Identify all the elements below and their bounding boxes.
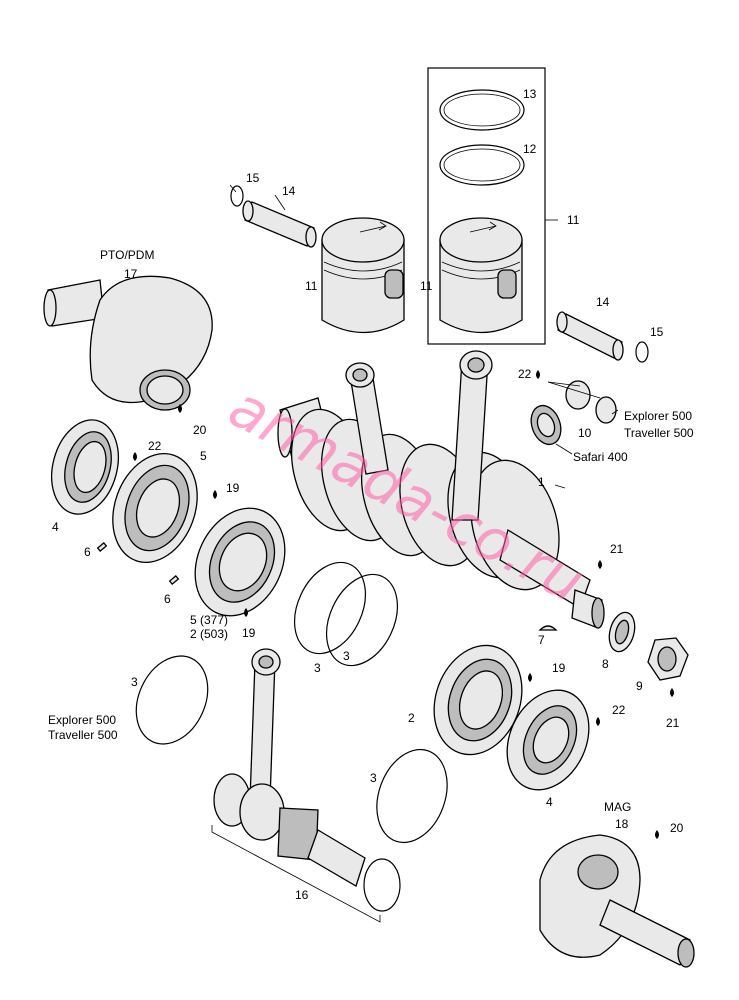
- label-22-left: 22: [148, 439, 162, 453]
- caption-mag: MAG: [604, 800, 631, 814]
- label-19-center: 19: [242, 626, 256, 640]
- label-21-top: 21: [610, 542, 624, 556]
- label-2-503: 2 (503): [190, 627, 228, 641]
- o-ring-lower: [376, 748, 448, 844]
- piston-pin-right: [556, 311, 624, 361]
- label-14-left: 14: [282, 184, 296, 198]
- dowel-pin-b: [168, 574, 180, 586]
- crank-nut: [647, 637, 689, 681]
- label-6-left: 6: [84, 545, 91, 559]
- label-15-right: 15: [650, 325, 664, 339]
- label-11-left: 11: [305, 279, 318, 293]
- piston-ring-13: [439, 89, 525, 131]
- dowel-pin-a: [96, 541, 108, 553]
- label-8: 8: [602, 657, 609, 671]
- piston-left: [321, 217, 405, 334]
- label-16: 16: [295, 888, 309, 902]
- label-9: 9: [636, 679, 643, 693]
- label-17: 17: [124, 267, 138, 281]
- mag-crank-half: [539, 834, 695, 968]
- circlip-right: [635, 341, 649, 363]
- label-2: 2: [408, 711, 415, 725]
- caption-pto: PTO/PDM: [100, 248, 154, 262]
- caption-safari: Safari 400: [573, 450, 628, 464]
- ball-bearing-center-left: [194, 507, 286, 617]
- caption-explorer-right: Explorer 500: [624, 409, 692, 423]
- label-1: 1: [538, 475, 545, 489]
- label-13: 13: [523, 87, 537, 101]
- label-3-lower: 3: [370, 771, 377, 785]
- thrust-washers: [565, 380, 617, 424]
- label-7: 7: [538, 633, 545, 647]
- seal-left: [51, 419, 119, 515]
- label-5-377: 5 (377): [190, 613, 228, 627]
- label-22-right: 22: [612, 703, 626, 717]
- caption-traveller-right: Traveller 500: [624, 426, 694, 440]
- caption-traveller-left: Traveller 500: [48, 728, 118, 742]
- label-12: 12: [523, 142, 537, 156]
- lube-drops: [133, 370, 674, 839]
- label-14-right: 14: [596, 295, 610, 309]
- o-ring-center-a: [294, 561, 366, 655]
- ball-bearing-left: [112, 452, 198, 564]
- label-11-box: 11: [567, 213, 580, 227]
- ball-bearing-right: [433, 644, 523, 756]
- o-ring-left: [135, 655, 209, 745]
- o-ring-center-b: [326, 573, 398, 667]
- needle-bearing: [530, 404, 562, 446]
- label-20-right: 20: [670, 821, 684, 835]
- label-3-left: 3: [131, 675, 138, 689]
- label-21-bottom: 21: [666, 716, 680, 730]
- piston-right: [439, 217, 523, 334]
- conrod-kit-bracket: [211, 825, 381, 923]
- label-5: 5: [200, 449, 207, 463]
- label-19-right: 19: [552, 661, 566, 675]
- label-10: 10: [578, 426, 592, 440]
- label-3-center-a: 3: [314, 661, 321, 675]
- label-15-left: 15: [246, 171, 260, 185]
- leader-lines: [229, 184, 619, 489]
- label-18: 18: [615, 817, 629, 831]
- lock-washer: [608, 611, 636, 653]
- circlip-left: [230, 185, 244, 207]
- pto-crank-half: [43, 275, 213, 411]
- label-11-right: 11: [420, 279, 433, 293]
- label-4-right: 4: [546, 795, 553, 809]
- woodruff-key: [538, 625, 558, 631]
- caption-explorer-left: Explorer 500: [48, 713, 116, 727]
- label-22-top: 22: [518, 367, 532, 381]
- conrod-kit: [213, 648, 401, 912]
- crankshaft-assembly: [277, 350, 605, 629]
- label-3-center-b: 3: [343, 649, 350, 663]
- label-4-left: 4: [52, 520, 59, 534]
- label-6-center: 6: [164, 592, 171, 606]
- piston-assembly-frame: [427, 67, 546, 345]
- label-20-left: 20: [193, 423, 207, 437]
- seal-right: [506, 689, 590, 791]
- label-19-left: 19: [226, 481, 240, 495]
- piston-ring-12: [439, 144, 525, 186]
- piston-pin-left: [242, 200, 317, 248]
